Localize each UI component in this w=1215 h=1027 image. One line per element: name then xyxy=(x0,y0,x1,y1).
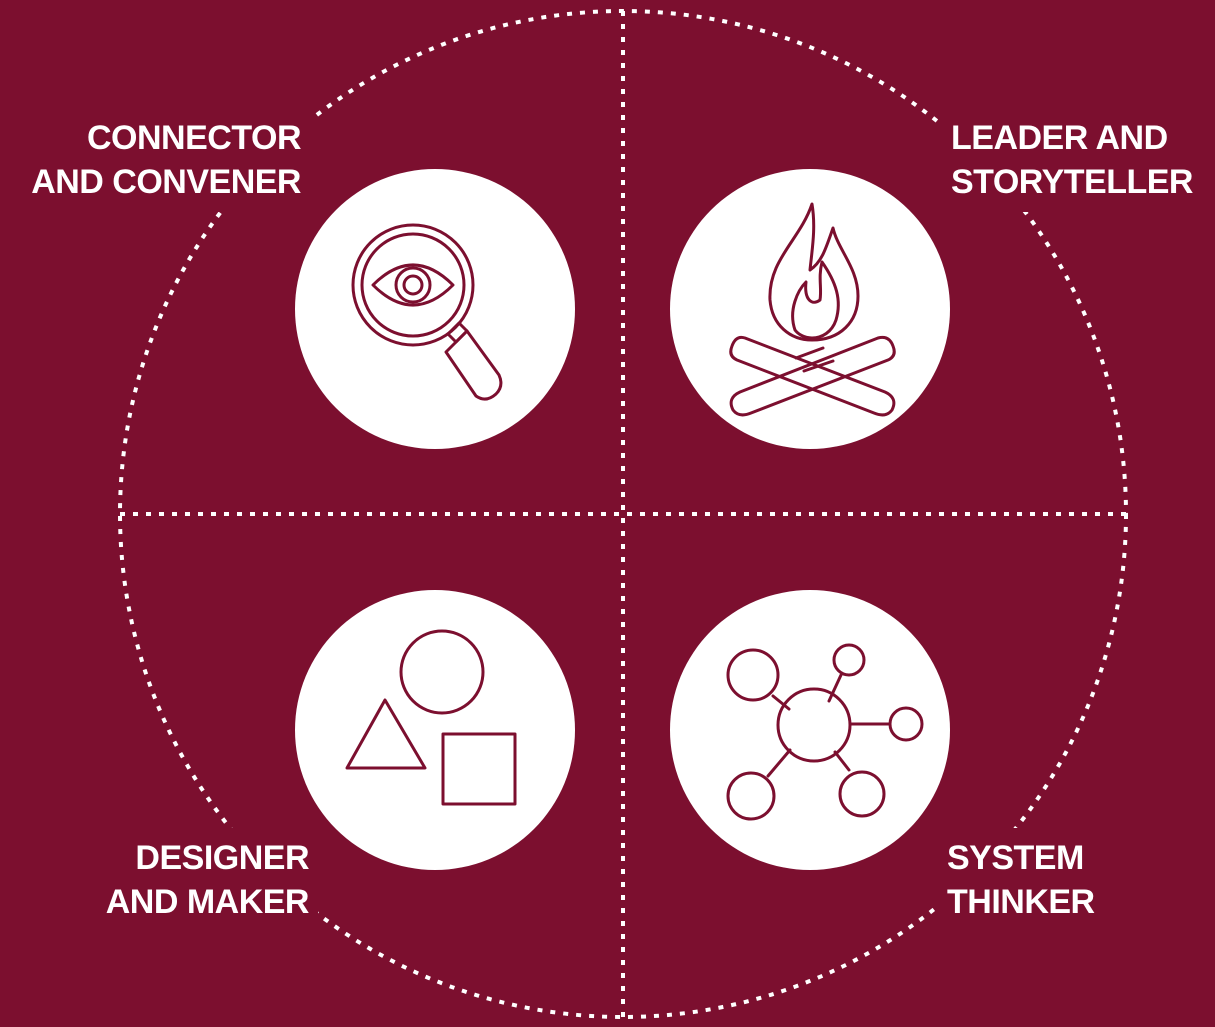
role-label-line: CONNECTOR xyxy=(87,119,301,157)
magnifier-eye-icon xyxy=(351,223,503,401)
leader-icon-disc xyxy=(670,169,950,449)
shapes-icon xyxy=(345,629,517,806)
role-label-designer: DESIGNER AND MAKER xyxy=(105,836,310,924)
role-label-line: DESIGNER xyxy=(135,839,309,877)
campfire-icon xyxy=(729,202,896,417)
role-label-line: AND CONVENER xyxy=(31,163,301,201)
role-label-line: LEADER AND xyxy=(951,119,1168,157)
designer-icon-disc xyxy=(295,590,575,870)
role-label-leader: LEADER AND STORYTELLER xyxy=(951,116,1193,204)
role-label-line: AND MAKER xyxy=(105,883,310,921)
role-label-connector: CONNECTOR AND CONVENER xyxy=(31,116,301,204)
role-label-line: STORYTELLER xyxy=(951,163,1193,201)
role-label-system: SYSTEM THINKER xyxy=(947,836,1095,924)
role-label-line: THINKER xyxy=(947,883,1095,921)
role-label-line: SYSTEM xyxy=(947,839,1084,877)
network-icon xyxy=(726,643,924,821)
system-icon-disc xyxy=(670,590,950,870)
connector-icon-disc xyxy=(295,169,575,449)
